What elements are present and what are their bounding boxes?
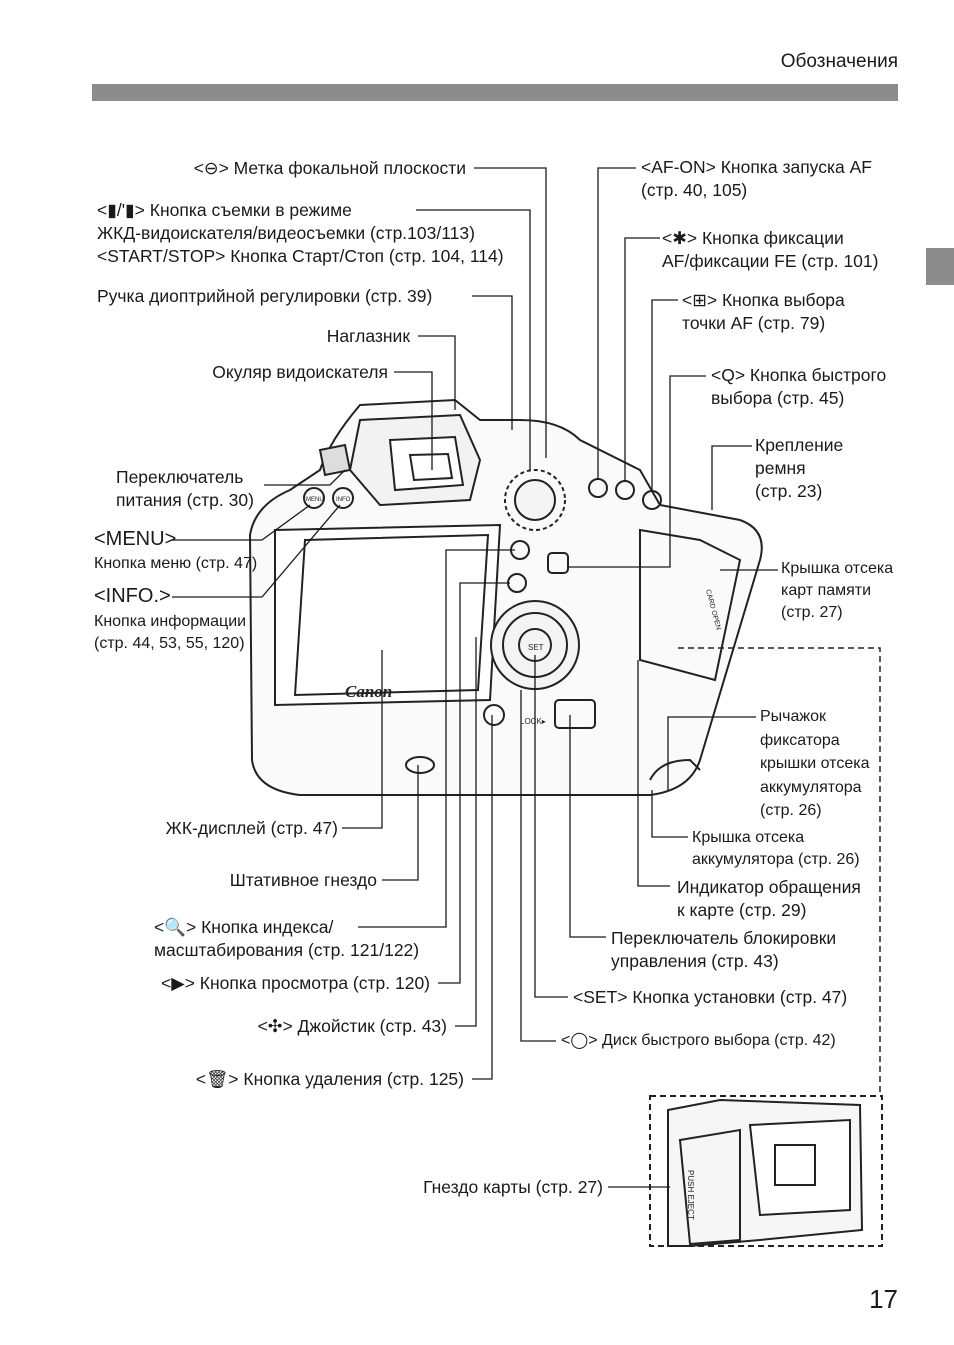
label-info-title: <INFO.>	[94, 585, 171, 607]
label-card-cover: Крышка отсека карт памяти (стр. 27)	[781, 560, 894, 621]
label-menu-button: Кнопка меню (стр. 47)	[94, 555, 258, 572]
label-playback-button: <▶> Кнопка просмотра (стр. 120)	[161, 973, 430, 993]
label-battery-cover: Крышка отсека аккумулятора (стр. 26)	[692, 829, 860, 868]
page-number: 17	[869, 1284, 898, 1314]
label-power-switch: Переключатель питания (стр. 30)	[116, 467, 254, 510]
label-multi-function-lock: Переключатель блокировки управления (стр…	[611, 928, 837, 971]
label-card-slot: Гнездо карты (стр. 27)	[423, 1177, 603, 1197]
header-bar	[92, 84, 898, 101]
leader-lines	[172, 167, 778, 1188]
card-slot-inset	[649, 1095, 883, 1247]
label-strap-mount: Крепление ремня (стр. 23)	[755, 435, 844, 501]
label-joystick: <✣> Джойстик (стр. 43)	[257, 1016, 447, 1036]
label-quick-control-button: <Q> Кнопка быстрого выбора (стр. 45)	[711, 365, 887, 408]
label-menu-title: <MENU>	[94, 528, 177, 550]
section-tab	[926, 248, 954, 285]
info-button-label: INFO	[336, 497, 351, 503]
label-erase-button: <🗑> Кнопка удаления (стр. 125)	[195, 1069, 464, 1089]
label-focal-plane-mark: <⊖> Метка фокальной плоскости	[193, 158, 466, 178]
label-set-button: <SET> Кнопка установки (стр. 47)	[573, 987, 848, 1007]
label-liveview-button: <▮/'▮> Кнопка съемки в режиме ЖКД-видоис…	[97, 200, 504, 266]
push-eject-label: PUSH EJECT	[686, 1170, 695, 1220]
lock-label: LOCK▸	[520, 717, 546, 726]
label-index-magnify-button: <🔍> Кнопка индекса/ масштабирования (стр…	[154, 917, 420, 960]
label-access-lamp: Индикатор обращения к карте (стр. 29)	[677, 877, 861, 920]
label-eyepiece: Окуляр видоискателя	[212, 362, 388, 382]
camera-brand-logo: Canon	[345, 682, 392, 701]
label-eyecup: Наглазник	[326, 326, 410, 346]
menu-button-label: MENU	[306, 497, 324, 503]
label-tripod-socket: Штативное гнездо	[229, 870, 377, 890]
label-af-on-button: <AF-ON> Кнопка запуска AF (стр. 40, 105)	[641, 157, 872, 200]
set-button-label: SET	[528, 643, 544, 652]
label-ae-lock-button: <✱> Кнопка фиксации AF/фиксации FE (стр.…	[662, 228, 879, 271]
label-quick-control-dial: <◯> Диск быстрого выбора (стр. 42)	[561, 1032, 836, 1049]
label-info-button: Кнопка информации (стр. 44, 53, 55, 120)	[94, 613, 247, 652]
page-header-title: Обозначения	[780, 51, 898, 72]
label-af-point-button: <⊞> Кнопка выбора точки AF (стр. 79)	[682, 290, 845, 333]
label-diopter-knob: Ручка диоптрийной регулировки (стр. 39)	[97, 286, 433, 306]
label-battery-lock-lever: Рычажок фиксатора крышки отсека аккумуля…	[760, 708, 870, 819]
camera-body-illustration	[248, 398, 763, 796]
label-lcd-monitor: ЖК-дисплей (стр. 47)	[165, 818, 338, 838]
